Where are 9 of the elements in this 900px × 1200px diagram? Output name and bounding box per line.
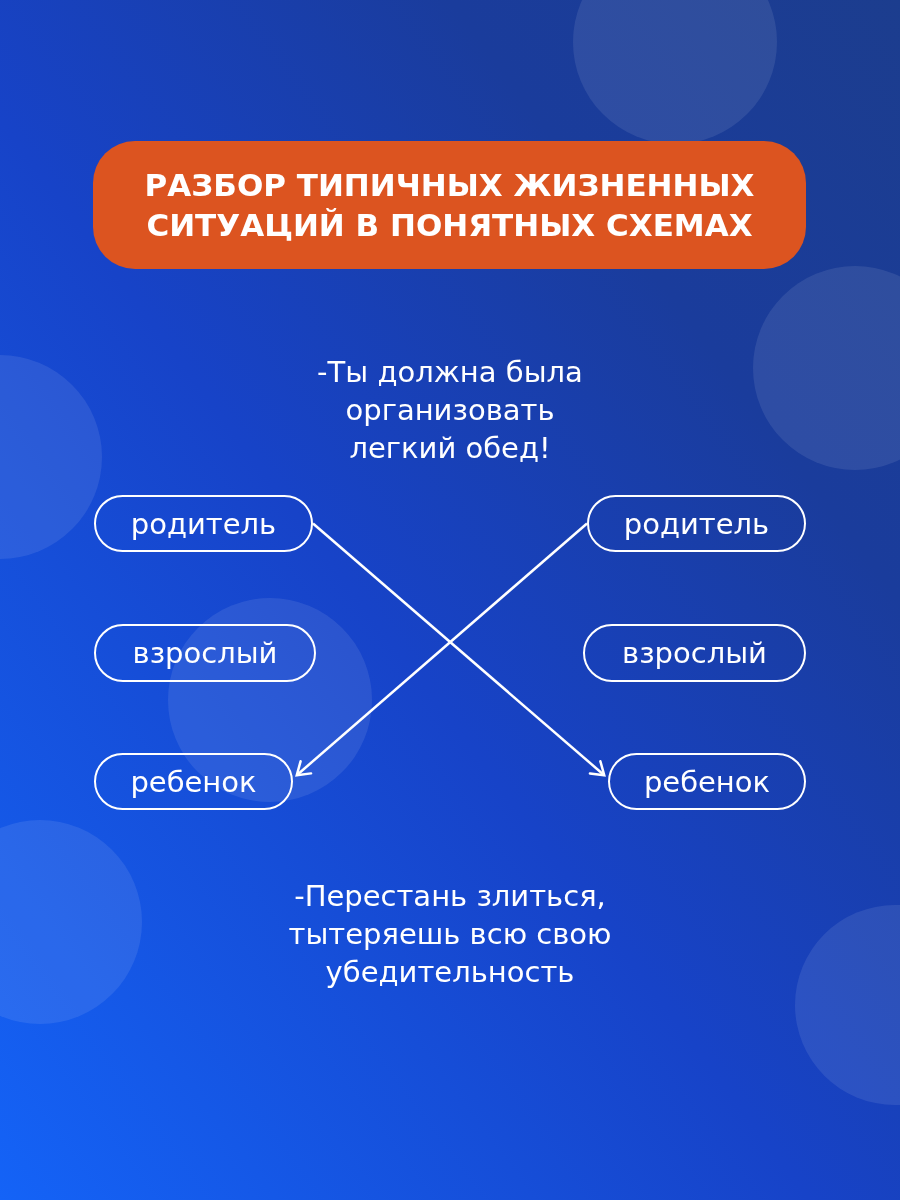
ego-state-node: взрослый [583, 624, 806, 682]
ego-state-node: родитель [587, 495, 806, 552]
title-banner: РАЗБОР ТИПИЧНЫХ ЖИЗНЕННЫХ СИТУАЦИЙ В ПОНЯТНЫХ СХЕМАХ [93, 141, 806, 269]
ego-state-node: взрослый [94, 624, 316, 682]
ego-state-node: ребенок [608, 753, 806, 810]
speech-text: -Ты должна была организовать легкий обед! [316, 354, 584, 467]
speech-text: -Перестань злиться, тытеряешь всю свою убедительность [287, 878, 613, 991]
ego-state-node: ребенок [94, 753, 293, 810]
ego-state-node: родитель [94, 495, 313, 552]
